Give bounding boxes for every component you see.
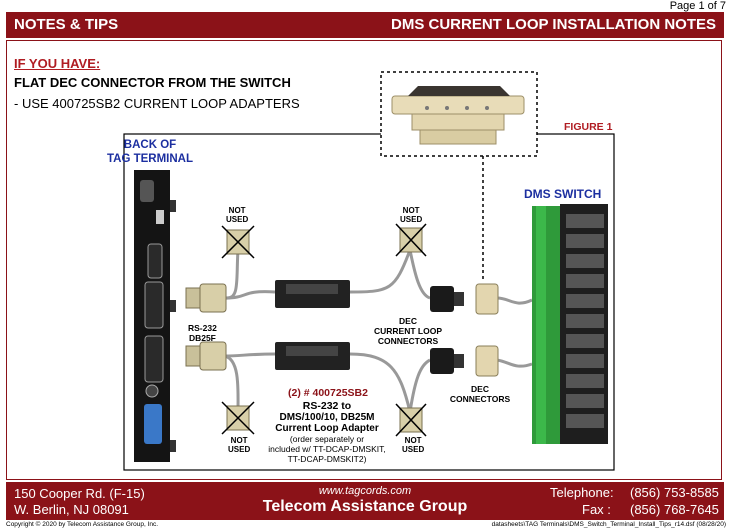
dec-flat-connector-image xyxy=(391,86,525,145)
not-used-connector-2 xyxy=(395,223,427,257)
adapter-note2: included w/ TT-DCAP-DMSKIT, xyxy=(268,444,386,454)
adapter-part-number: (2) # 400725SB2 xyxy=(288,387,368,399)
address-line1: 150 Cooper Rd. (F-15) xyxy=(14,486,145,501)
dec-connector-top xyxy=(475,283,499,315)
back-of-terminal-label: BACK OF TAG TERMINAL xyxy=(90,138,210,166)
adapter-note3: TT-DCAP-DMSKIT2) xyxy=(287,454,367,464)
cables xyxy=(224,249,533,413)
not-used-connector-3 xyxy=(221,401,255,435)
adapter-line2: DMS/100/10, DB25M xyxy=(279,412,375,423)
dec-current-loop-connector-top xyxy=(430,286,464,312)
figure-frame xyxy=(123,133,615,471)
not-used-connector-4 xyxy=(395,403,427,437)
tag-terminal-back xyxy=(134,170,176,462)
dec-current-loop-connector-bottom xyxy=(430,348,464,374)
company-name: Telecom Assistance Group xyxy=(262,498,468,515)
telephone-number: (856) 753-8585 xyxy=(630,485,719,500)
dms-switch-label: DMS SWITCH xyxy=(524,187,602,201)
content-frame xyxy=(6,40,722,480)
fax-number: (856) 768-7645 xyxy=(630,502,719,517)
db25f-connector-top xyxy=(185,283,227,313)
telephone-label: Telephone: xyxy=(550,485,614,500)
current-loop-adapter-top xyxy=(275,280,350,308)
dms-switch-cabinet xyxy=(532,204,608,444)
address-line2: W. Berlin, NJ 08091 xyxy=(14,502,129,517)
adapter-line3: Current Loop Adapter xyxy=(275,423,379,434)
instruction-text: - USE 400725SB2 CURRENT LOOP ADAPTERS xyxy=(14,96,300,111)
current-loop-adapter-bottom xyxy=(275,342,350,370)
figure-label: FIGURE 1 xyxy=(564,121,613,133)
datasheet-path: datasheets\TAG Terminals\DMS_Switch_Term… xyxy=(491,521,726,528)
db25f-connector-bottom xyxy=(185,341,227,371)
dec-connector-bottom xyxy=(475,345,499,377)
dec-current-loop-label: DEC CURRENT LOOP CONNECTORS xyxy=(374,316,442,346)
dec-connectors-label: DEC CONNECTORS xyxy=(449,384,511,404)
adapter-note1: (order separately or xyxy=(289,434,365,444)
adapter-line1: RS-232 to xyxy=(302,400,352,412)
not-used-connector-1 xyxy=(221,225,255,259)
website-link[interactable]: www.tagcords.com xyxy=(318,485,412,497)
page-number: Page 1 of 7 xyxy=(669,0,726,12)
if-you-have-heading: IF YOU HAVE: xyxy=(14,56,101,71)
header-right-title: DMS CURRENT LOOP INSTALLATION NOTES xyxy=(391,16,716,33)
back-of-label-line1: BACK OF xyxy=(123,139,177,151)
footer-bar: 150 Cooper Rd. (F-15) W. Berlin, NJ 0809… xyxy=(6,482,724,520)
header-bar: NOTES & TIPS DMS CURRENT LOOP INSTALLATI… xyxy=(6,12,724,38)
fax-label: Fax : xyxy=(582,502,611,517)
header-left-title: NOTES & TIPS xyxy=(14,16,119,33)
back-of-label-line2: TAG TERMINAL xyxy=(106,153,194,165)
condition-text: FLAT DEC CONNECTOR FROM THE SWITCH xyxy=(14,75,291,90)
copyright-text: Copyright © 2020 by Telecom Assistance G… xyxy=(6,521,159,528)
